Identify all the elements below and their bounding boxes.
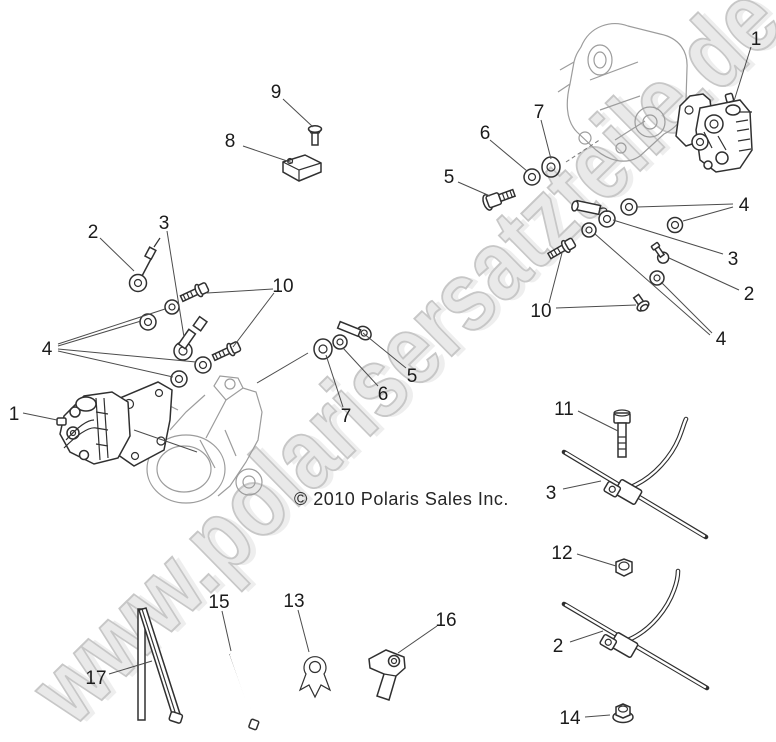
callout-6: 6 bbox=[378, 384, 389, 405]
callout-15: 15 bbox=[208, 592, 229, 613]
bearing-carrier-outline bbox=[146, 375, 263, 504]
callout-4: 4 bbox=[739, 195, 750, 216]
bolts bbox=[179, 125, 670, 458]
callout-11: 11 bbox=[554, 399, 574, 420]
callout-2: 2 bbox=[88, 222, 99, 243]
callout-1: 1 bbox=[9, 404, 20, 425]
hex-bolt bbox=[613, 409, 631, 458]
leader-lines bbox=[22, 46, 752, 718]
callout-labels: 9 8 1 7 6 5 4 3 2 10 4 2 3 10 4 1 5 6 7 … bbox=[9, 29, 762, 729]
callout-3: 3 bbox=[728, 249, 739, 270]
callout-10: 10 bbox=[530, 301, 551, 322]
callout-2: 2 bbox=[553, 636, 564, 657]
hose-end-fitting bbox=[128, 237, 161, 293]
washer bbox=[332, 334, 348, 350]
washer bbox=[666, 216, 684, 234]
hex-nut bbox=[615, 558, 633, 577]
callout-13: 13 bbox=[283, 591, 304, 612]
caliper-assembly-right bbox=[675, 92, 753, 173]
callout-3: 3 bbox=[159, 213, 170, 234]
callout-8: 8 bbox=[225, 131, 236, 152]
washer bbox=[649, 270, 665, 286]
brake-line-upper bbox=[561, 416, 709, 540]
callout-3: 3 bbox=[546, 483, 557, 504]
washer bbox=[139, 313, 157, 331]
pin-long bbox=[138, 607, 184, 724]
hose-end-fitting bbox=[173, 315, 209, 361]
flange-nut bbox=[612, 703, 634, 724]
banjo-bolt bbox=[336, 320, 372, 341]
callout-10: 10 bbox=[272, 276, 293, 297]
washer bbox=[581, 222, 597, 238]
callout-7: 7 bbox=[534, 102, 545, 123]
bleeder-screw bbox=[650, 241, 670, 264]
washer bbox=[170, 370, 188, 388]
mount-bolt bbox=[211, 341, 242, 362]
callout-5: 5 bbox=[407, 366, 418, 387]
callout-7: 7 bbox=[341, 406, 352, 427]
mount-bolt bbox=[546, 237, 577, 260]
hose-fittings bbox=[128, 199, 616, 361]
washer bbox=[620, 198, 638, 216]
mount-bolt bbox=[632, 293, 650, 312]
cable-tie bbox=[229, 653, 260, 731]
callout-2: 2 bbox=[744, 284, 755, 305]
brake-line-lower bbox=[561, 568, 710, 691]
push-clip bbox=[298, 656, 332, 699]
gearcase-outline bbox=[557, 23, 688, 162]
countersunk-screw bbox=[307, 125, 323, 146]
washer bbox=[164, 299, 180, 315]
caliper-assembly-left bbox=[56, 381, 173, 467]
callout-5: 5 bbox=[444, 167, 455, 188]
clip-block bbox=[282, 154, 322, 182]
callout-6: 6 bbox=[480, 123, 491, 144]
callout-12: 12 bbox=[551, 543, 572, 564]
washer bbox=[523, 168, 541, 186]
hose-end-fitting bbox=[571, 199, 616, 228]
callout-9: 9 bbox=[271, 82, 282, 103]
washer bbox=[313, 338, 333, 360]
mount-bolt bbox=[179, 282, 210, 303]
callout-4: 4 bbox=[716, 329, 727, 350]
grommet bbox=[368, 649, 406, 701]
washers bbox=[139, 156, 684, 388]
callout-17: 17 bbox=[85, 668, 106, 689]
banjo-bolt bbox=[482, 188, 517, 211]
washer bbox=[541, 156, 561, 178]
callout-14: 14 bbox=[559, 708, 581, 729]
copyright-notice: © 2010 Polaris Sales Inc. bbox=[294, 489, 509, 509]
callout-1: 1 bbox=[751, 29, 762, 50]
callout-4: 4 bbox=[42, 339, 53, 360]
callout-16: 16 bbox=[435, 610, 456, 631]
washer bbox=[194, 356, 212, 374]
